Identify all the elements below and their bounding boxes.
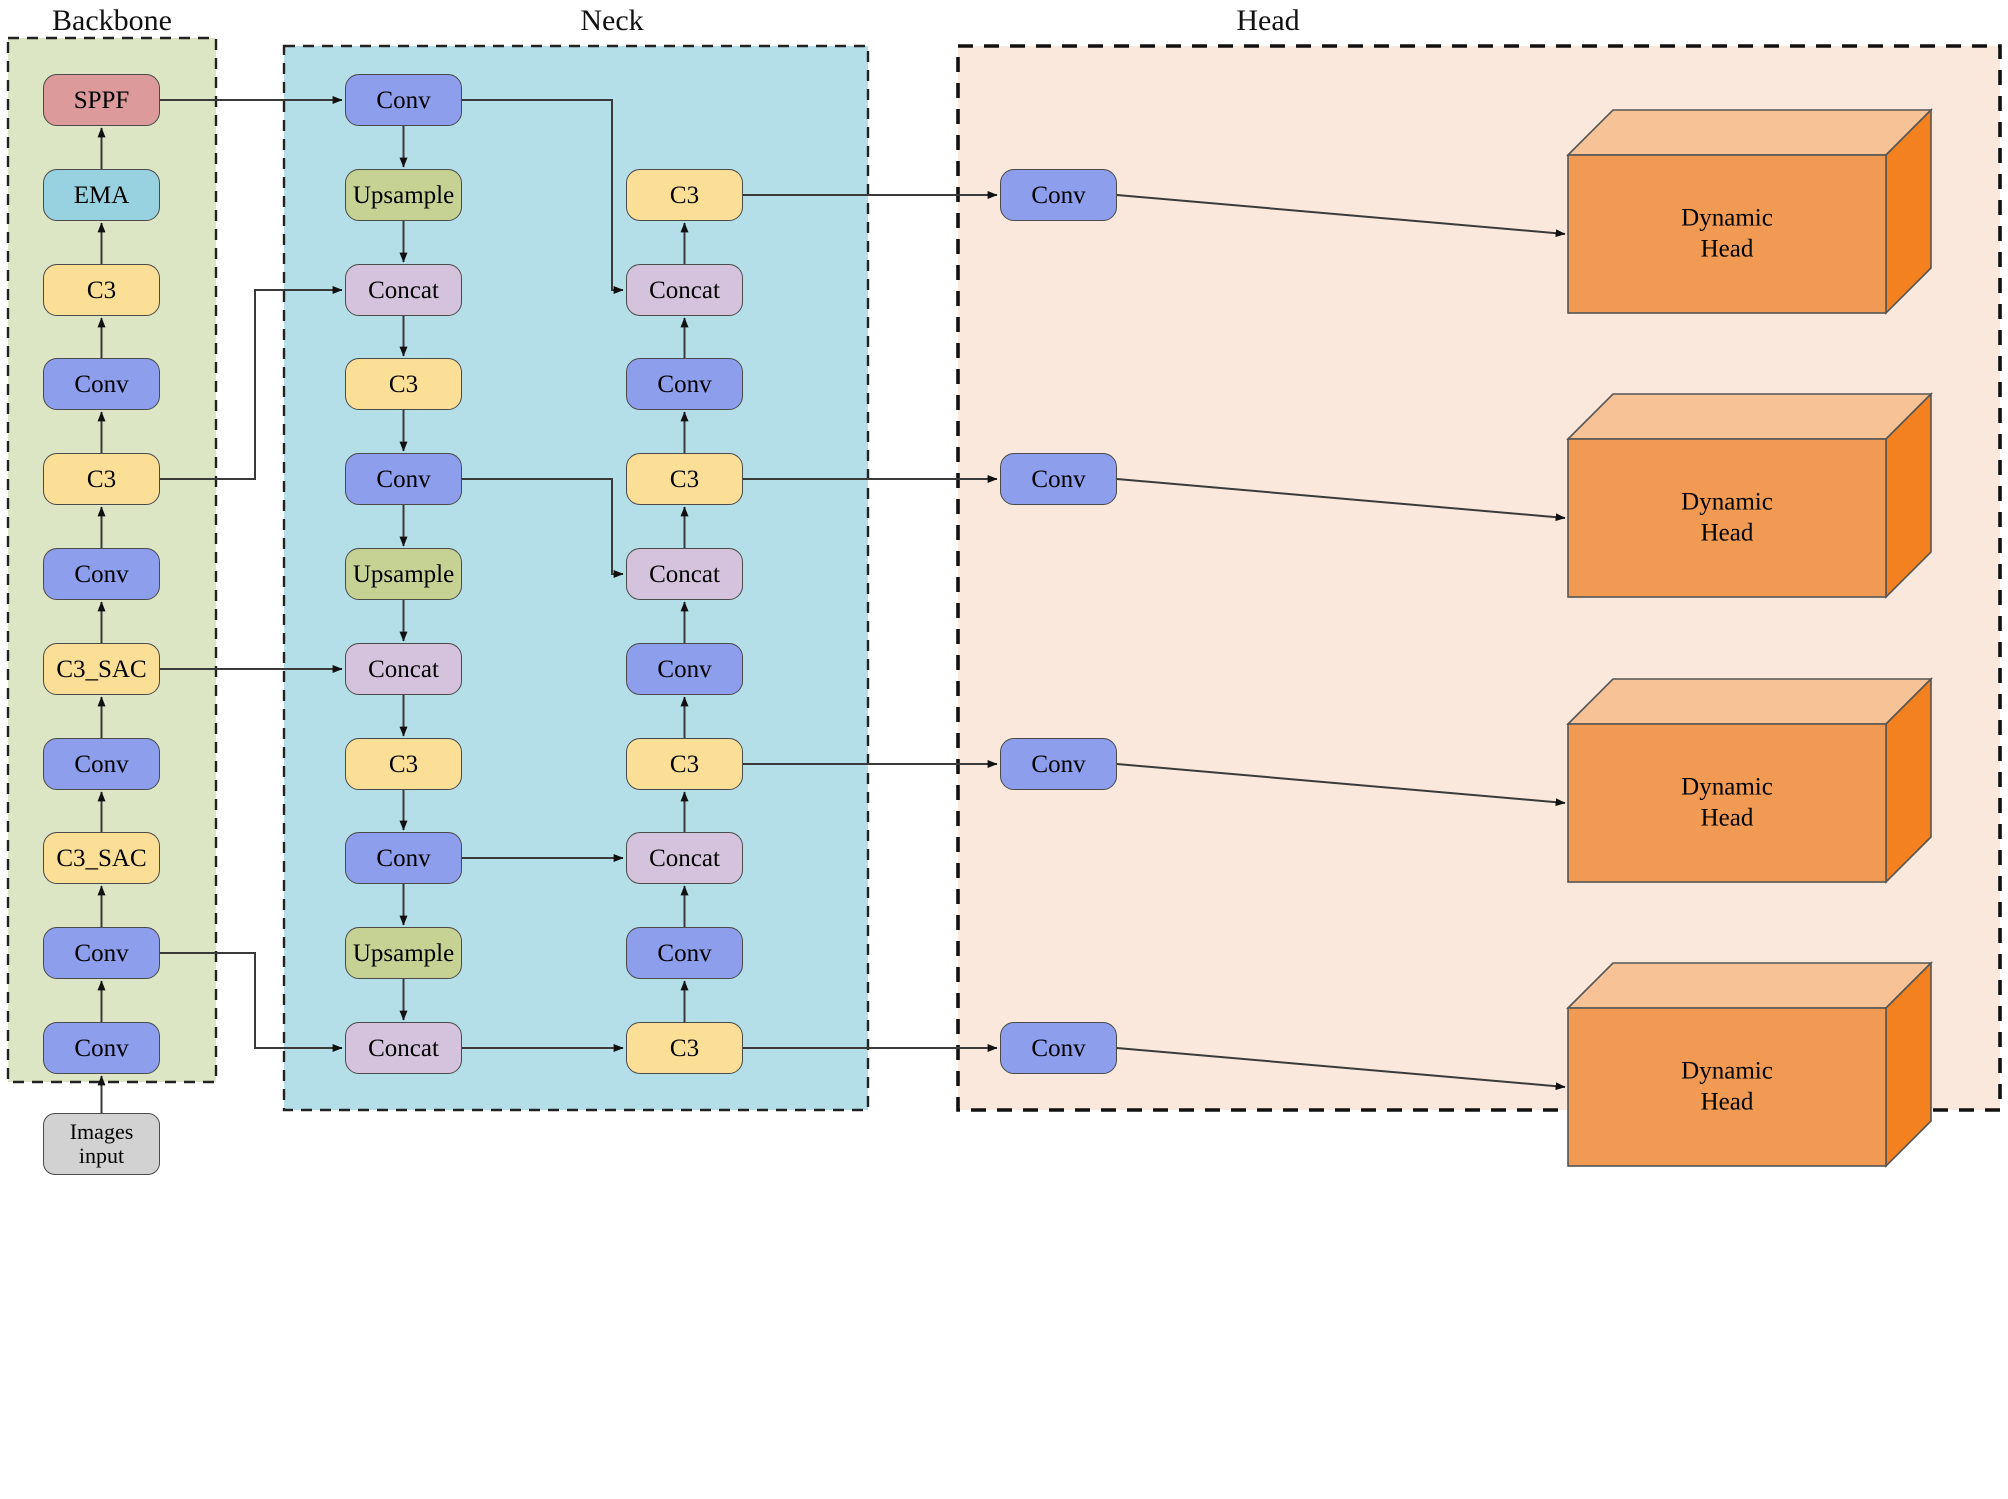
dynamic-head-label-line2: Head <box>1700 804 1754 831</box>
node-hd-conv-3[interactable]: Conv <box>1000 738 1117 790</box>
node-nl-ups-2[interactable]: Upsample <box>345 548 462 600</box>
edge-bb-conv-d-to-nl-cat-3 <box>160 952 343 1052</box>
node-hd-conv-2[interactable]: Conv <box>1000 453 1117 505</box>
node-bb-sac-a[interactable]: C3_SAC <box>43 643 160 695</box>
dynamic-head-label-line2: Head <box>1700 1088 1754 1115</box>
node-nr-cat-2[interactable]: Concat <box>626 548 743 600</box>
edge-hd-conv-2-to-dh-2 <box>1116 478 1566 522</box>
node-bb-conv-c[interactable]: Conv <box>43 738 160 790</box>
edge-nl-conv-1-to-nr-cat-1 <box>462 99 624 294</box>
dynamic-head-box-dh-4[interactable] <box>1566 961 1933 1168</box>
node-nr-c3-3[interactable]: C3 <box>626 738 743 790</box>
node-bb-conv-b[interactable]: Conv <box>43 548 160 600</box>
node-bb-conv-a[interactable]: Conv <box>43 358 160 410</box>
node-nl-conv-3[interactable]: Conv <box>345 832 462 884</box>
dynamic-head-label-line1: Dynamic <box>1681 1057 1773 1085</box>
edge-hd-conv-1-to-dh-1 <box>1116 194 1566 238</box>
node-bb-sppf[interactable]: SPPF <box>43 74 160 126</box>
dynamic-head-label-line1: Dynamic <box>1681 488 1773 516</box>
edge-hd-conv-4-to-dh-4 <box>1116 1047 1566 1091</box>
section-label-backbone: Backbone <box>52 4 172 37</box>
node-hd-conv-4[interactable]: Conv <box>1000 1022 1117 1074</box>
dynamic-head-label-line1: Dynamic <box>1681 204 1773 232</box>
connector-edges <box>97 96 1566 1113</box>
dynamic-head-label-line1: Dynamic <box>1681 773 1773 801</box>
node-bb-conv-d[interactable]: Conv <box>43 927 160 979</box>
node-nl-cat-2[interactable]: Concat <box>345 643 462 695</box>
node-bb-ema[interactable]: EMA <box>43 169 160 221</box>
node-nr-c3-2[interactable]: C3 <box>626 453 743 505</box>
node-nr-c3-4[interactable]: C3 <box>626 1022 743 1074</box>
node-bb-conv-e[interactable]: Conv <box>43 1022 160 1074</box>
node-hd-conv-1[interactable]: Conv <box>1000 169 1117 221</box>
node-nr-conv-1[interactable]: Conv <box>626 358 743 410</box>
node-label-line: Images <box>69 1119 134 1145</box>
node-nl-ups-3[interactable]: Upsample <box>345 927 462 979</box>
node-nr-conv-2[interactable]: Conv <box>626 643 743 695</box>
dynamic-head-box-dh-2[interactable] <box>1566 392 1933 599</box>
section-label-neck: Neck <box>580 4 644 37</box>
node-bb-sac-b[interactable]: C3_SAC <box>43 832 160 884</box>
node-nl-c3-1[interactable]: C3 <box>345 358 462 410</box>
node-nl-conv-2[interactable]: Conv <box>345 453 462 505</box>
edge-nl-conv-2-to-nr-cat-2 <box>462 478 624 578</box>
node-nl-cat-1[interactable]: Concat <box>345 264 462 316</box>
node-bb-c3-b[interactable]: C3 <box>43 453 160 505</box>
edge-bb-c3-b-to-nl-cat-1 <box>160 286 343 480</box>
node-label-line: input <box>78 1143 125 1168</box>
node-nr-conv-3[interactable]: Conv <box>626 927 743 979</box>
dynamic-head-label-line2: Head <box>1700 235 1754 262</box>
dynamic-head-box-dh-3[interactable] <box>1566 677 1933 884</box>
node-nr-c3-1[interactable]: C3 <box>626 169 743 221</box>
dynamic-head-boxes <box>1566 108 1933 1168</box>
node-nl-cat-3[interactable]: Concat <box>345 1022 462 1074</box>
node-nl-ups-1[interactable]: Upsample <box>345 169 462 221</box>
node-nr-cat-1[interactable]: Concat <box>626 264 743 316</box>
dynamic-head-box-dh-1[interactable] <box>1566 108 1933 315</box>
dynamic-head-label-line2: Head <box>1700 519 1754 546</box>
section-label-head: Head <box>1236 4 1300 37</box>
node-nl-c3-2[interactable]: C3 <box>345 738 462 790</box>
node-nr-cat-3[interactable]: Concat <box>626 832 743 884</box>
node-nl-conv-1[interactable]: Conv <box>345 74 462 126</box>
edge-hd-conv-3-to-dh-3 <box>1116 763 1566 807</box>
node-bb-c3-a[interactable]: C3 <box>43 264 160 316</box>
